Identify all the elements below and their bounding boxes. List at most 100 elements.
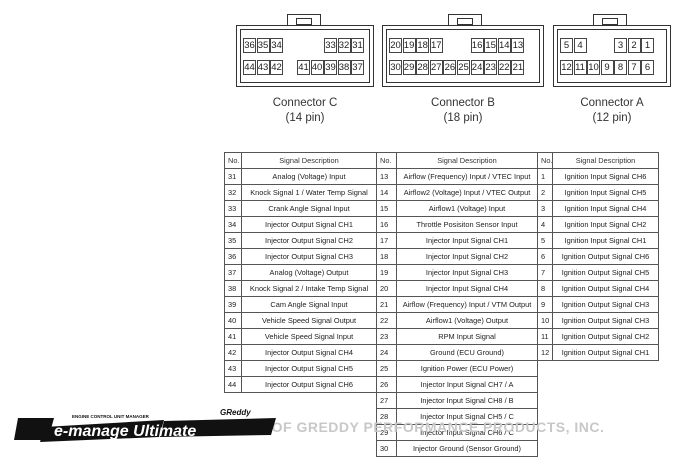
connector-pin: 10 xyxy=(587,60,600,75)
connector-c-label: Connector C (14 pin) xyxy=(236,96,374,126)
connector-pin: 29 xyxy=(402,60,416,75)
pin-number: 15 xyxy=(376,200,397,217)
connector-pin: 37 xyxy=(351,60,364,75)
pin-number: 17 xyxy=(376,232,397,249)
logo-tagline-text: ENGINE CONTROL UNIT MANAGER xyxy=(72,414,150,419)
connector-pin: 21 xyxy=(511,60,525,75)
pin-number: 4 xyxy=(537,216,553,233)
connector-pin: 26 xyxy=(443,60,457,75)
pin-number: 7 xyxy=(537,264,553,281)
connector-pin: 25 xyxy=(457,60,470,75)
connector-pin: 34 xyxy=(270,38,283,53)
connector-pin: 43 xyxy=(256,60,270,75)
connector-pin: 28 xyxy=(416,60,430,75)
connector-pin: 16 xyxy=(470,38,484,53)
pin-number: 27 xyxy=(376,392,397,409)
pin-number: 11 xyxy=(537,328,553,345)
connector-pin: 31 xyxy=(351,38,364,53)
signal-description: Airflow1 (Voltage) Output xyxy=(396,312,538,329)
connector-pin: 9 xyxy=(600,60,614,75)
table-header-row: No.Signal Description xyxy=(224,152,377,169)
pin-number: 24 xyxy=(376,344,397,361)
connector-pin: 32 xyxy=(337,38,351,53)
connector-pin: 20 xyxy=(389,38,402,53)
connector-pin: 36 xyxy=(243,38,256,53)
signal-description: Ignition Output Signal CH1 xyxy=(552,344,659,361)
signal-description: Knock Signal 2 / Intake Temp Signal xyxy=(241,280,377,297)
signal-description: Injector Output Signal CH6 xyxy=(241,376,377,393)
pin-number: 14 xyxy=(376,184,397,201)
connector-a-latch xyxy=(593,14,627,26)
pin-number: 16 xyxy=(376,216,397,233)
signal-description: Ignition Input Signal CH6 xyxy=(552,168,659,185)
connector-pin: 17 xyxy=(429,38,443,53)
pin-number: 39 xyxy=(224,296,242,313)
connector-pin: 3 xyxy=(614,38,627,53)
connector-pin: 30 xyxy=(389,60,402,75)
signal-description: Ignition Output Signal CH3 xyxy=(552,296,659,313)
signal-description: Injector Output Signal CH3 xyxy=(241,248,377,265)
pin-number: 34 xyxy=(224,216,242,233)
signal-description: Airflow2 (Voltage) Input / VTEC Output xyxy=(396,184,538,201)
e-manage-ultimate-logo: GReddy ENGINE CONTROL UNIT MANAGER e-man… xyxy=(14,408,276,442)
connector-pin: 22 xyxy=(497,60,511,75)
connector-c-pin-count: (14 pin) xyxy=(285,112,325,124)
connector-b-label: Connector B (18 pin) xyxy=(382,96,544,126)
pin-number: 22 xyxy=(376,312,397,329)
pin-number: 25 xyxy=(376,360,397,377)
signal-description: Ignition Input Signal CH1 xyxy=(552,232,659,249)
connector-pin: 14 xyxy=(497,38,511,53)
pin-number: 20 xyxy=(376,280,397,297)
signal-description: Ignition Output Signal CH5 xyxy=(552,264,659,281)
watermark: RTY OF GREDDY PERFORMANCE PRODUCTS, INC. xyxy=(238,419,605,435)
pin-number: 43 xyxy=(224,360,242,377)
connector-pin: 11 xyxy=(573,60,587,75)
pin-number: 5 xyxy=(537,232,553,249)
signal-description: Ignition Input Signal CH5 xyxy=(552,184,659,201)
signal-description: Crank Angle Signal Input xyxy=(241,200,377,217)
signal-description: Ignition Output Signal CH4 xyxy=(552,280,659,297)
signal-description: Ignition Input Signal CH4 xyxy=(552,200,659,217)
header-no: No. xyxy=(537,152,553,169)
connector-pin: 27 xyxy=(429,60,443,75)
pin-number: 21 xyxy=(376,296,397,313)
connector-pin: 5 xyxy=(560,38,573,53)
pin-number: 35 xyxy=(224,232,242,249)
signal-description: Airflow (Frequency) Input / VTEC Input xyxy=(396,168,538,185)
connector-pin: 39 xyxy=(324,60,337,75)
signal-description: Injector Input Signal CH2 xyxy=(396,248,538,265)
signal-description: Analog (Voltage) Output xyxy=(241,264,377,281)
greddy-brand-text: GReddy xyxy=(220,408,251,417)
pin-number: 8 xyxy=(537,280,553,297)
connector-pin: 33 xyxy=(324,38,337,53)
pin-number: 26 xyxy=(376,376,397,393)
pin-number: 23 xyxy=(376,328,397,345)
pin-number: 9 xyxy=(537,296,553,313)
